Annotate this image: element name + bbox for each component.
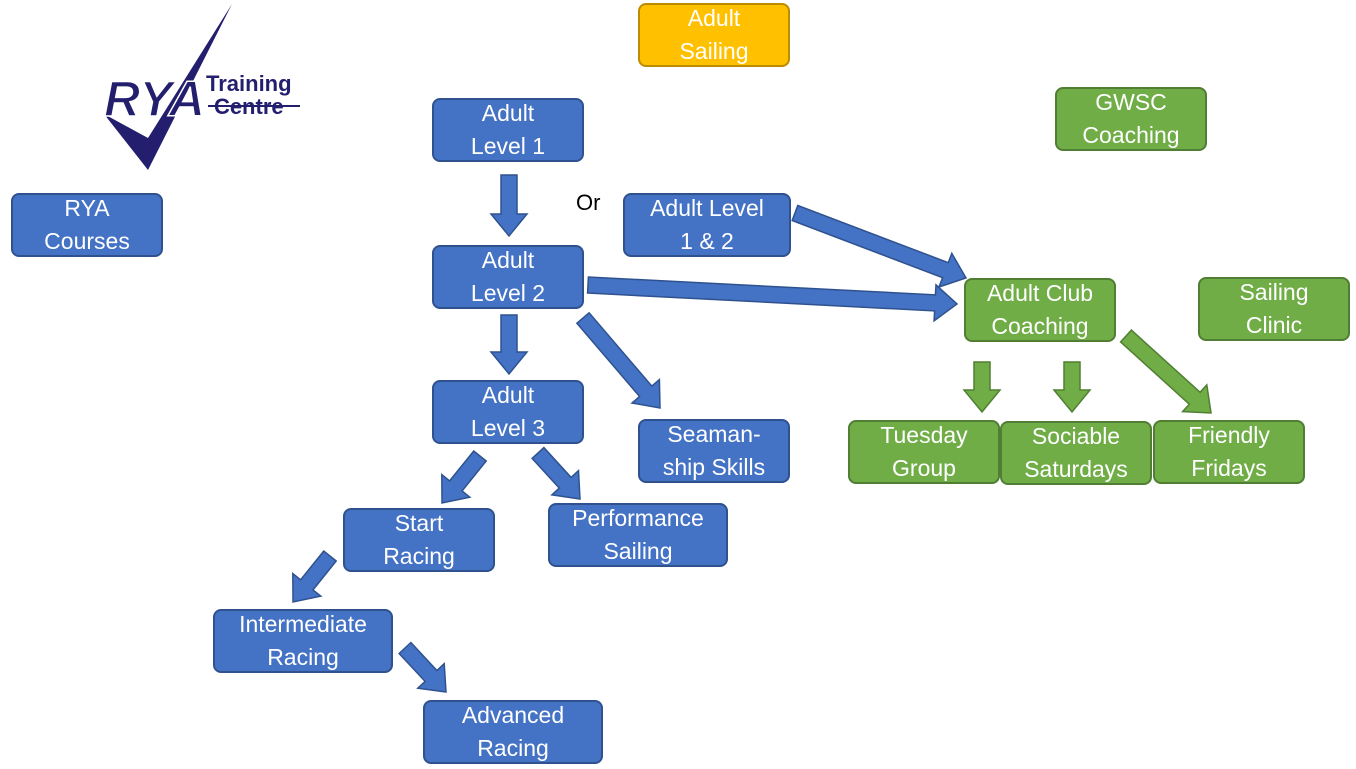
adult-club-coaching-box: Adult Club Coaching [964,278,1116,342]
adult-level-3-box: Adult Level 3 [432,380,584,444]
adult-level-1-box: Adult Level 1 [432,98,584,162]
arrow-club-to-tuesday [962,361,1002,414]
arrow-l12-to-club-coaching [791,204,968,289]
logo-line-training: Training [206,71,292,96]
rya-courses-box: RYA Courses [11,193,163,257]
advanced-racing-box: Advanced Racing [423,700,603,764]
arrow-l2-to-seamanship [575,311,661,409]
rya-logo: RYA [103,4,300,170]
adult-level-2-box: Adult Level 2 [432,245,584,309]
start-racing-box: Start Racing [343,508,495,572]
friendly-fridays-box: Friendly Fridays [1153,420,1305,484]
arrow-l3-to-start-racing [441,449,488,504]
performance-sailing-box: Performance Sailing [548,503,728,567]
logo-text: Training Centre [206,72,292,118]
seamanship-skills-box: Seaman- ship Skills [638,419,790,483]
logo-line-centre: Centre [213,94,284,119]
arrow-intermediate-to-advanced [398,641,447,693]
arrow-start-to-intermediate [292,549,338,603]
logo-rya-lettering: RYA [104,71,205,127]
arrow-club-to-fridays [1119,329,1212,414]
sociable-saturdays-box: Sociable Saturdays [1000,421,1152,485]
arrow-l2-to-l3 [489,314,529,376]
sailing-clinic-box: Sailing Clinic [1198,277,1350,341]
intermediate-racing-box: Intermediate Racing [213,609,393,673]
or-label: Or [576,190,601,215]
arrow-l3-to-performance [531,446,581,500]
adult-sailing-box: Adult Sailing [638,3,790,67]
arrow-l1-to-l2 [489,174,529,238]
arrow-club-to-saturdays [1052,361,1092,414]
arrow-l2-to-club-coaching [586,276,959,323]
tuesday-group-box: Tuesday Group [848,420,1000,484]
adult-level-1-2-box: Adult Level 1 & 2 [623,193,791,257]
gwsc-coaching-box: GWSC Coaching [1055,87,1207,151]
